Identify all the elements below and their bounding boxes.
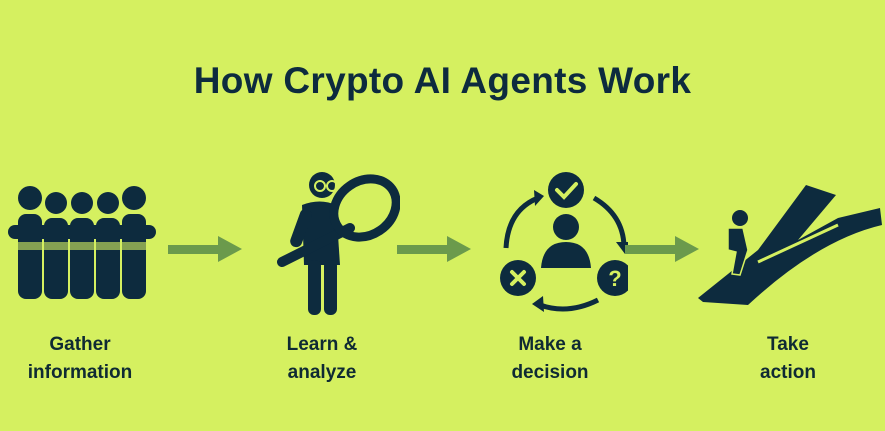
person-magnifying-glass-icon bbox=[277, 172, 400, 315]
page-title: How Crypto AI Agents Work bbox=[193, 60, 692, 101]
step-gather bbox=[0, 170, 180, 305]
step-label-gather: Gather information bbox=[0, 331, 180, 387]
team-huddle-icon bbox=[8, 186, 156, 299]
decision-cycle-icon: ? bbox=[500, 172, 628, 312]
person-walking-path-icon bbox=[698, 185, 882, 305]
step-label-line2: information bbox=[27, 362, 133, 383]
step-learn bbox=[220, 170, 420, 320]
step-label-line2: analyze bbox=[287, 362, 357, 383]
arrow-right-icon bbox=[168, 236, 242, 262]
step-label-decide: Make a decision bbox=[450, 331, 650, 387]
step-label-line1: Learn & bbox=[286, 334, 358, 355]
step-label-line1: Gather bbox=[49, 334, 111, 355]
svg-text:?: ? bbox=[608, 266, 621, 291]
step-label-line2: decision bbox=[511, 362, 589, 383]
arrow-right-icon bbox=[397, 236, 471, 262]
arrow-right-icon bbox=[625, 236, 699, 262]
step-label-line1: Take bbox=[767, 334, 809, 355]
step-label-line1: Make a bbox=[518, 334, 582, 355]
step-label-line2: action bbox=[760, 362, 816, 383]
step-act bbox=[688, 170, 885, 320]
step-label-act: Take action bbox=[688, 331, 885, 387]
step-label-learn: Learn & analyze bbox=[222, 331, 422, 387]
step-decide: ? bbox=[448, 170, 648, 320]
